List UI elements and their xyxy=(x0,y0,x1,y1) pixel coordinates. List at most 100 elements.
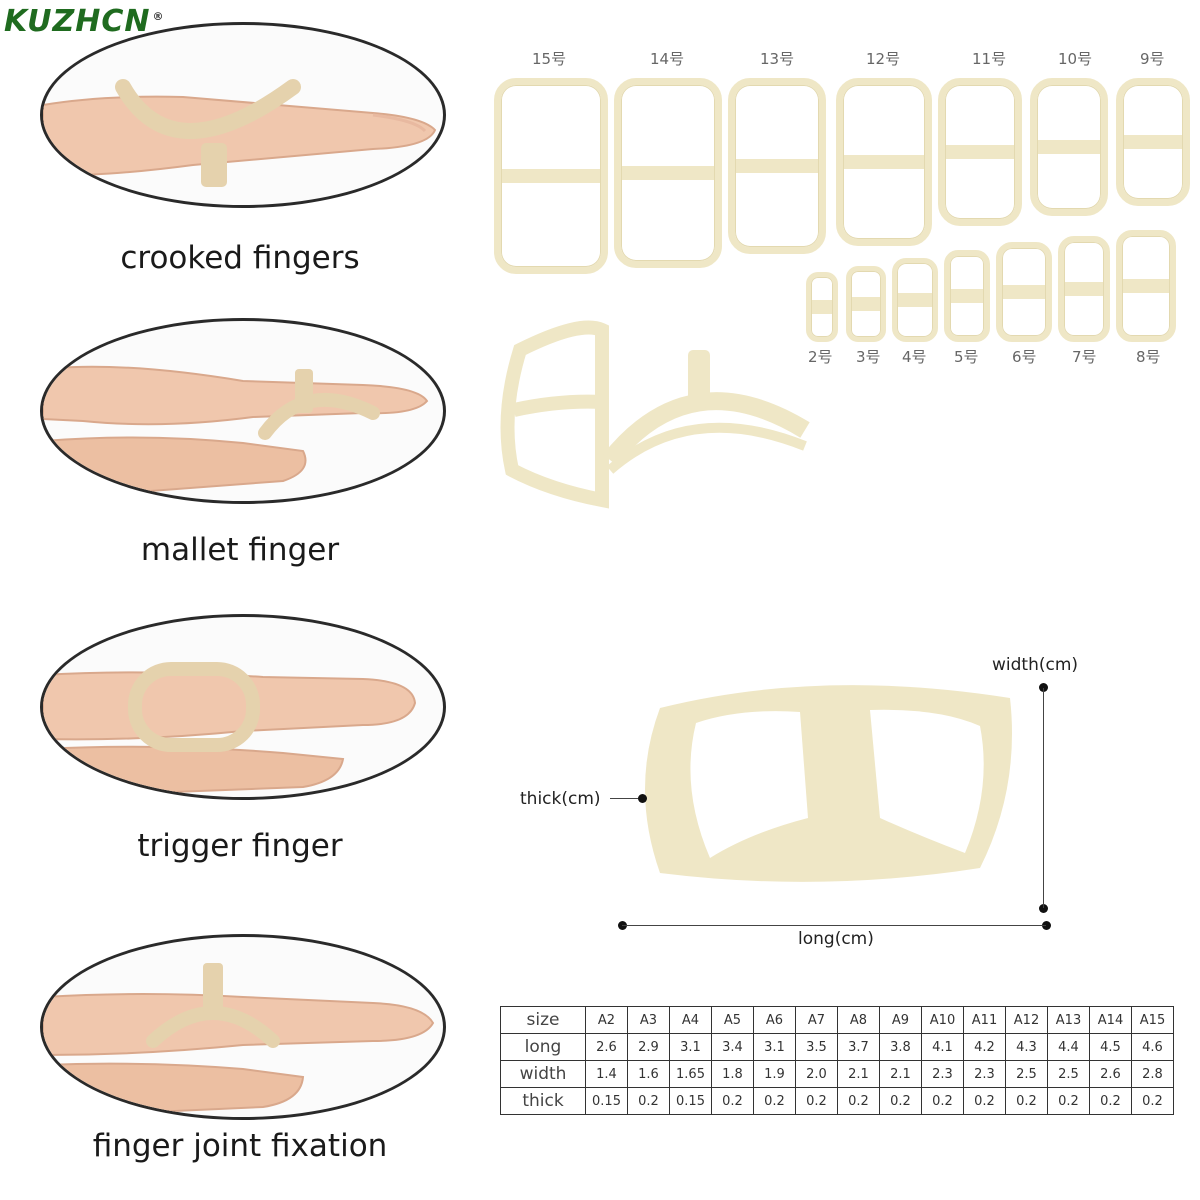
table-cell: A8 xyxy=(837,1006,880,1034)
table-cell: 0.2 xyxy=(1047,1087,1090,1115)
splint-size-14 xyxy=(614,78,722,268)
size-label-7: 7号 xyxy=(1072,348,1097,366)
splint-size-4 xyxy=(892,258,938,342)
table-cell: 0.15 xyxy=(585,1087,628,1115)
size-label-6: 6号 xyxy=(1012,348,1037,366)
splint-size-9 xyxy=(1116,78,1190,206)
size-label-5: 5号 xyxy=(954,348,979,366)
splint-size-8 xyxy=(1116,230,1176,342)
table-cell: 0.2 xyxy=(795,1087,838,1115)
table-cell: 1.8 xyxy=(711,1060,754,1088)
row-header-size: size xyxy=(500,1006,586,1034)
thick-leader-line xyxy=(610,798,638,799)
size-label-12: 12号 xyxy=(866,50,901,68)
splint-size-3 xyxy=(846,266,886,342)
table-cell: 2.6 xyxy=(1089,1060,1132,1088)
caption-trigger-finger: trigger finger xyxy=(137,828,343,864)
table-cell: 3.1 xyxy=(669,1033,712,1061)
long-right-dot xyxy=(1042,921,1051,930)
size-label-13: 13号 xyxy=(760,50,795,68)
table-cell: 2.3 xyxy=(921,1060,964,1088)
table-cell: 2.1 xyxy=(879,1060,922,1088)
long-label: long(cm) xyxy=(798,929,874,949)
table-cell: 1.4 xyxy=(585,1060,628,1088)
table-cell: 1.6 xyxy=(627,1060,670,1088)
finger-joint-fixation-photo xyxy=(40,934,446,1120)
table-cell: A4 xyxy=(669,1006,712,1034)
table-cell: 4.3 xyxy=(1005,1033,1048,1061)
size-label-14: 14号 xyxy=(650,50,685,68)
size-label-3: 3号 xyxy=(856,348,881,366)
table-cell: 2.1 xyxy=(837,1060,880,1088)
row-header-width: width xyxy=(500,1060,586,1088)
table-cell: 4.6 xyxy=(1131,1033,1174,1061)
thick-dot xyxy=(638,794,647,803)
table-cell: 2.9 xyxy=(627,1033,670,1061)
table-cell: 0.2 xyxy=(1005,1087,1048,1115)
table-cell: 4.4 xyxy=(1047,1033,1090,1061)
table-cell: 4.5 xyxy=(1089,1033,1132,1061)
table-cell: 3.7 xyxy=(837,1033,880,1061)
table-cell: 0.2 xyxy=(963,1087,1006,1115)
size-label-10: 10号 xyxy=(1058,50,1093,68)
size-label-15: 15号 xyxy=(532,50,567,68)
table-cell: 0.15 xyxy=(669,1087,712,1115)
logo-text: KUZHCN xyxy=(4,4,151,39)
thick-label: thick(cm) xyxy=(520,789,601,809)
table-cell: A3 xyxy=(627,1006,670,1034)
caption-crooked-fingers: crooked fingers xyxy=(120,240,360,276)
table-cell: 0.2 xyxy=(837,1087,880,1115)
splint-size-13 xyxy=(728,78,826,254)
table-cell: 0.2 xyxy=(627,1087,670,1115)
splint-size-2 xyxy=(806,272,838,342)
table-cell: 3.4 xyxy=(711,1033,754,1061)
splint-size-15 xyxy=(494,78,608,274)
mallet-finger-photo xyxy=(40,318,446,504)
table-cell: 2.5 xyxy=(1005,1060,1048,1088)
splint-size-11 xyxy=(938,78,1022,226)
row-header-long: long xyxy=(500,1033,586,1061)
caption-finger-joint-fixation: finger joint fixation xyxy=(92,1128,388,1164)
table-cell: 0.2 xyxy=(921,1087,964,1115)
table-cell: 0.2 xyxy=(711,1087,754,1115)
table-cell: 4.2 xyxy=(963,1033,1006,1061)
table-cell: A14 xyxy=(1089,1006,1132,1034)
size-label-2: 2号 xyxy=(808,348,833,366)
splint-size-10 xyxy=(1030,78,1108,216)
table-cell: 0.2 xyxy=(753,1087,796,1115)
table-cell: 2.0 xyxy=(795,1060,838,1088)
table-cell: A15 xyxy=(1131,1006,1174,1034)
table-cell: 0.2 xyxy=(1089,1087,1132,1115)
registered-mark: ® xyxy=(152,10,165,23)
size-label-8: 8号 xyxy=(1136,348,1161,366)
table-cell: A2 xyxy=(585,1006,628,1034)
table-cell: A10 xyxy=(921,1006,964,1034)
row-header-thick: thick xyxy=(500,1087,586,1115)
table-cell: 3.5 xyxy=(795,1033,838,1061)
size-label-11: 11号 xyxy=(972,50,1007,68)
trigger-finger-photo xyxy=(40,614,446,800)
splint-perspective-views xyxy=(500,320,810,509)
splint-size-7 xyxy=(1058,236,1110,342)
table-cell: 4.1 xyxy=(921,1033,964,1061)
table-cell: 3.1 xyxy=(753,1033,796,1061)
table-cell: 0.2 xyxy=(1131,1087,1174,1115)
width-label: width(cm) xyxy=(992,655,1079,675)
table-cell: A13 xyxy=(1047,1006,1090,1034)
table-cell: 2.5 xyxy=(1047,1060,1090,1088)
table-cell: A7 xyxy=(795,1006,838,1034)
table-cell: 1.9 xyxy=(753,1060,796,1088)
table-cell: 0.2 xyxy=(879,1087,922,1115)
table-cell: 3.8 xyxy=(879,1033,922,1061)
crooked-fingers-photo xyxy=(40,22,446,208)
brand-logo: KUZHCN® xyxy=(4,4,165,39)
long-dimension-line xyxy=(622,925,1046,926)
table-cell: 2.6 xyxy=(585,1033,628,1061)
table-cell: 2.8 xyxy=(1131,1060,1174,1088)
table-cell: 2.3 xyxy=(963,1060,1006,1088)
